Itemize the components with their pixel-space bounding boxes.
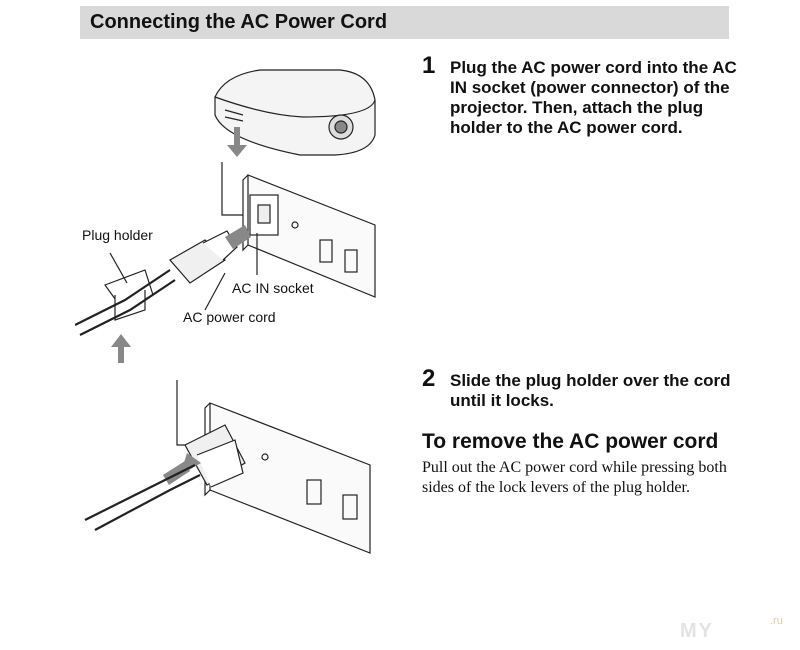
leader-ac-power-cord [204, 272, 226, 311]
callout-ac-in-socket: AC IN socket [232, 280, 314, 296]
up-arrow-icon [111, 334, 131, 363]
ac-plug-top [169, 225, 251, 284]
connection-illustration [75, 69, 376, 554]
step-number: 1 [422, 52, 436, 79]
remove-heading: To remove the AC power cord [422, 430, 719, 453]
step-number: 2 [422, 365, 436, 392]
watermark-suffix: .ru [770, 615, 783, 627]
rear-panel-top [221, 162, 376, 298]
section-title: Connecting the AC Power Cord [90, 11, 388, 33]
section-header-bar: Connecting the AC Power Cord [80, 6, 729, 39]
down-arrow-icon [227, 127, 247, 157]
projector-illustration [214, 69, 376, 156]
callout-plug-holder: Plug holder [82, 227, 153, 243]
step-text: Slide the plug holder over the cord unti… [450, 371, 731, 410]
ac-power-cord-bottom [84, 464, 196, 521]
leader-plug-holder [109, 252, 128, 284]
ac-power-cord-top [75, 269, 171, 326]
step-text: Plug the AC power cord into the AC IN so… [450, 58, 737, 137]
plug-holder-top [104, 269, 154, 321]
callout-ac-power-cord: AC power cord [183, 309, 276, 325]
watermark: MY [680, 620, 714, 642]
remove-instructions: Pull out the AC power cord while pressin… [422, 459, 727, 496]
